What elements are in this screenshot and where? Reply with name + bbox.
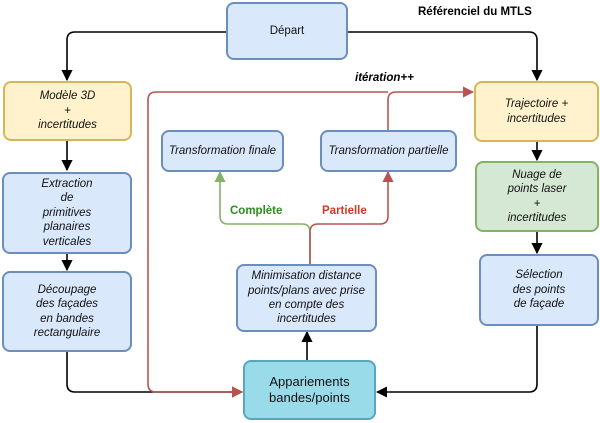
node-appariements: Appariements bandes/points — [243, 360, 376, 420]
node-trajectoire: Trajectoire + incertitudes — [474, 81, 599, 142]
node-extraction: Extraction de primitives planaires verti… — [2, 172, 132, 254]
arrow-complete — [214, 170, 311, 264]
node-decoupage: Découpage des façades en bandes rectangu… — [2, 271, 132, 352]
label-partielle: Partielle — [322, 205, 367, 217]
arrow-depart-modele — [61, 31, 226, 82]
diagram-title: Référenciel du MTLS — [418, 6, 532, 18]
node-extraction-label: Extraction de primitives planaires verti… — [41, 178, 93, 248]
node-trajectoire-label: Trajectoire + incertitudes — [504, 98, 569, 125]
node-transformation-partielle: Transformation partielle — [320, 130, 457, 172]
node-minimisation-label: Minimisation distance points/plans avec … — [248, 270, 365, 326]
node-transformation-finale-label: Transformation finale — [168, 144, 277, 157]
label-iteration: itération++ — [355, 72, 414, 84]
node-transformation-partielle-label: Transformation partielle — [328, 144, 449, 157]
label-complete: Complète — [230, 205, 283, 217]
node-nuage: Nuage de points laser + incertitudes — [475, 161, 599, 232]
arrow-decoupage-appariements — [66, 352, 244, 398]
node-nuage-label: Nuage de points laser + incertitudes — [507, 168, 567, 224]
node-decoupage-label: Découpage des façades en bandes rectangu… — [33, 283, 101, 339]
arrow-selection-appariements — [375, 326, 538, 398]
node-appariements-label: Appariements bandes/points — [269, 373, 350, 405]
arrow-iteration — [387, 86, 475, 130]
arrow-partielle — [309, 170, 394, 264]
node-depart-label: Départ — [269, 24, 305, 37]
arrow-loop-appariements — [147, 91, 388, 398]
node-minimisation: Minimisation distance points/plans avec … — [236, 264, 377, 332]
node-depart: Départ — [226, 2, 348, 60]
node-modele-3d-label: Modèle 3D + incertitudes — [38, 90, 97, 132]
arrow-depart-trajectoire — [348, 31, 543, 82]
node-selection: Sélection des points de façade — [479, 254, 599, 326]
node-selection-label: Sélection des points de façade — [512, 269, 566, 311]
node-transformation-finale: Transformation finale — [161, 130, 284, 172]
node-modele-3d: Modèle 3D + incertitudes — [3, 81, 132, 141]
